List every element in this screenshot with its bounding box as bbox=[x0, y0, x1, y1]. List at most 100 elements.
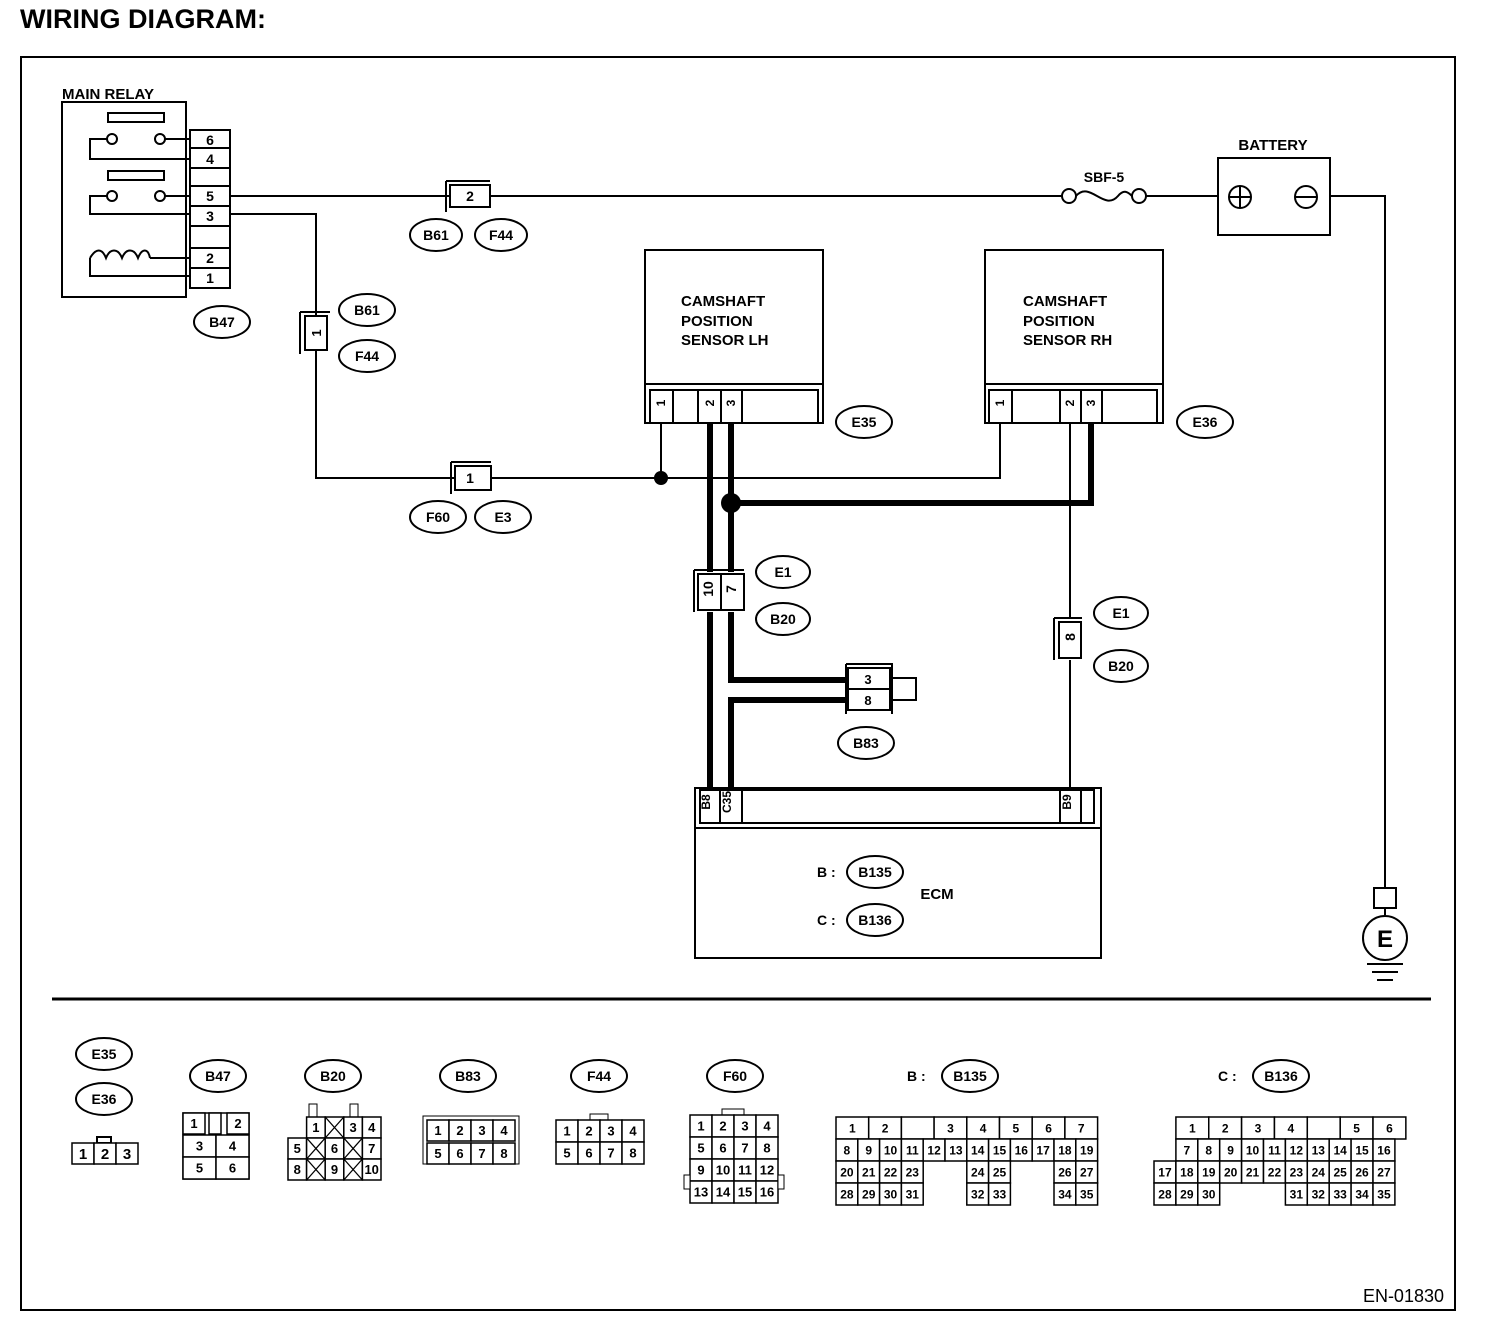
connector-cell bbox=[215, 1156, 250, 1180]
svg-text:B20: B20 bbox=[1108, 658, 1134, 674]
empty-cavity-mark bbox=[306, 1137, 326, 1160]
connector-pin-label: 7 bbox=[368, 1141, 375, 1156]
connector-pin-label: 7 bbox=[1184, 1143, 1191, 1157]
connector-cell bbox=[1197, 1182, 1221, 1206]
relay-terminal: 2 bbox=[206, 250, 214, 266]
connector-cell bbox=[115, 1142, 139, 1165]
connector-pin-label: 14 bbox=[1333, 1143, 1347, 1157]
connector-pin-label: 35 bbox=[1080, 1187, 1094, 1201]
connector-pin-label: 8 bbox=[500, 1146, 507, 1161]
connector-pin-label: 13 bbox=[1312, 1143, 1326, 1157]
camshaft-sensor-rh: CAMSHAFT POSITION SENSOR RH 1 2 3 E36 bbox=[984, 249, 1234, 439]
connector-pin-label: 3 bbox=[947, 1121, 954, 1135]
connector-cell bbox=[1075, 1182, 1099, 1206]
connector-pin-label: 35 bbox=[1377, 1187, 1391, 1201]
connector-pin-label: 4 bbox=[980, 1121, 987, 1135]
svg-text:E1: E1 bbox=[774, 564, 791, 580]
svg-text:B136: B136 bbox=[858, 912, 892, 928]
connector-pin-label: 1 bbox=[312, 1120, 319, 1135]
connector-pin-label: 15 bbox=[993, 1143, 1007, 1157]
connector-pin-label: 1 bbox=[1189, 1121, 1196, 1135]
connector-pin-label: 5 bbox=[196, 1161, 203, 1176]
connector-pin-label: 15 bbox=[1355, 1143, 1369, 1157]
connector-pin-label: 2 bbox=[101, 1146, 109, 1163]
svg-text:ECM: ECM bbox=[920, 886, 953, 903]
connector-pin-label: 17 bbox=[1036, 1143, 1050, 1157]
wire-lh-pin3 bbox=[728, 423, 848, 683]
svg-text:POSITION: POSITION bbox=[1023, 313, 1095, 330]
connector-pin-label: 2 bbox=[882, 1121, 889, 1135]
page-title: WIRING DIAGRAM: bbox=[20, 4, 266, 34]
connector-pin-label: 5 bbox=[1353, 1121, 1360, 1135]
connector-pin-label: 6 bbox=[719, 1141, 726, 1156]
connector-cell bbox=[1306, 1116, 1341, 1140]
connector-pin-label: 6 bbox=[1386, 1121, 1393, 1135]
svg-text:3: 3 bbox=[1084, 399, 1098, 406]
connector-pin-label: 25 bbox=[1333, 1165, 1347, 1179]
connector-pin-label: 4 bbox=[1288, 1121, 1295, 1135]
junction-dot bbox=[721, 493, 741, 513]
connector-pin-label: 12 bbox=[927, 1143, 941, 1157]
inline-connector-c3: 1 F60 E3 bbox=[409, 461, 532, 534]
connector-pin-label: 5 bbox=[1013, 1121, 1020, 1135]
connector-pin-label: 27 bbox=[1080, 1165, 1094, 1179]
svg-text:B136: B136 bbox=[1264, 1068, 1298, 1084]
svg-text:E3: E3 bbox=[494, 509, 511, 525]
svg-text:2: 2 bbox=[466, 188, 474, 204]
svg-text:8: 8 bbox=[1062, 633, 1078, 641]
svg-text:B135: B135 bbox=[858, 864, 892, 880]
svg-text:SENSOR RH: SENSOR RH bbox=[1023, 332, 1112, 349]
svg-text:B83: B83 bbox=[853, 735, 879, 751]
svg-text:B61: B61 bbox=[423, 227, 449, 243]
connector-pin-label: 2 bbox=[585, 1124, 592, 1139]
svg-text:1: 1 bbox=[466, 470, 474, 486]
empty-cavity-mark bbox=[324, 1116, 345, 1139]
svg-text:E1: E1 bbox=[1112, 605, 1129, 621]
connector-pin-label: 3 bbox=[123, 1146, 131, 1163]
connector-pin-label: 20 bbox=[1224, 1165, 1238, 1179]
relay-terminal: 4 bbox=[206, 151, 214, 167]
main-relay-label: MAIN RELAY bbox=[62, 86, 154, 103]
connector-pin-label: 13 bbox=[694, 1185, 708, 1200]
connector-pin-label: 34 bbox=[1355, 1187, 1369, 1201]
connector-pin-label: 11 bbox=[1268, 1143, 1281, 1157]
connector-label-b47: B47 bbox=[209, 314, 235, 330]
connector-pin-label: 10 bbox=[716, 1163, 730, 1178]
connector-cell bbox=[1372, 1182, 1396, 1206]
connector-pin-label: 8 bbox=[629, 1146, 636, 1161]
connector-pin-label: 18 bbox=[1180, 1165, 1194, 1179]
svg-text:F60: F60 bbox=[426, 509, 450, 525]
connector-pin-label: 8 bbox=[1205, 1143, 1212, 1157]
svg-text:B20: B20 bbox=[770, 611, 796, 627]
document-code: EN-01830 bbox=[1363, 1286, 1444, 1306]
svg-text:1: 1 bbox=[993, 399, 1007, 406]
connector-pin-label: 8 bbox=[763, 1141, 770, 1156]
connector-pin-label: 14 bbox=[971, 1143, 985, 1157]
connector-pin-label: 4 bbox=[629, 1124, 637, 1139]
connector-pin-label: 10 bbox=[1246, 1143, 1260, 1157]
connector-pin-label: 2 bbox=[234, 1116, 241, 1131]
svg-text:E35: E35 bbox=[852, 414, 877, 430]
connector-pin-label: 22 bbox=[884, 1165, 898, 1179]
svg-text:CAMSHAFT: CAMSHAFT bbox=[1023, 293, 1107, 310]
connector-pin-label: 31 bbox=[1290, 1187, 1304, 1201]
connector-pin-label: 25 bbox=[993, 1165, 1007, 1179]
connector-pin-label: 4 bbox=[229, 1139, 237, 1154]
connector-cell bbox=[182, 1112, 206, 1135]
connector-cell bbox=[208, 1112, 222, 1135]
relay-terminal: 5 bbox=[206, 188, 214, 204]
connector-pin-label: 10 bbox=[364, 1162, 378, 1177]
connector-cell bbox=[361, 1158, 382, 1181]
connector-pin-label: 15 bbox=[738, 1185, 752, 1200]
svg-text:CAMSHAFT: CAMSHAFT bbox=[681, 293, 765, 310]
connector-b83: 3 8 B83 bbox=[837, 663, 917, 760]
connector-pin-label: 3 bbox=[196, 1139, 203, 1154]
connector-pin-label: 23 bbox=[1290, 1165, 1304, 1179]
connector-pin-label: 32 bbox=[1312, 1187, 1326, 1201]
connector-latch bbox=[777, 1174, 785, 1190]
connector-pin-label: 9 bbox=[331, 1162, 338, 1177]
